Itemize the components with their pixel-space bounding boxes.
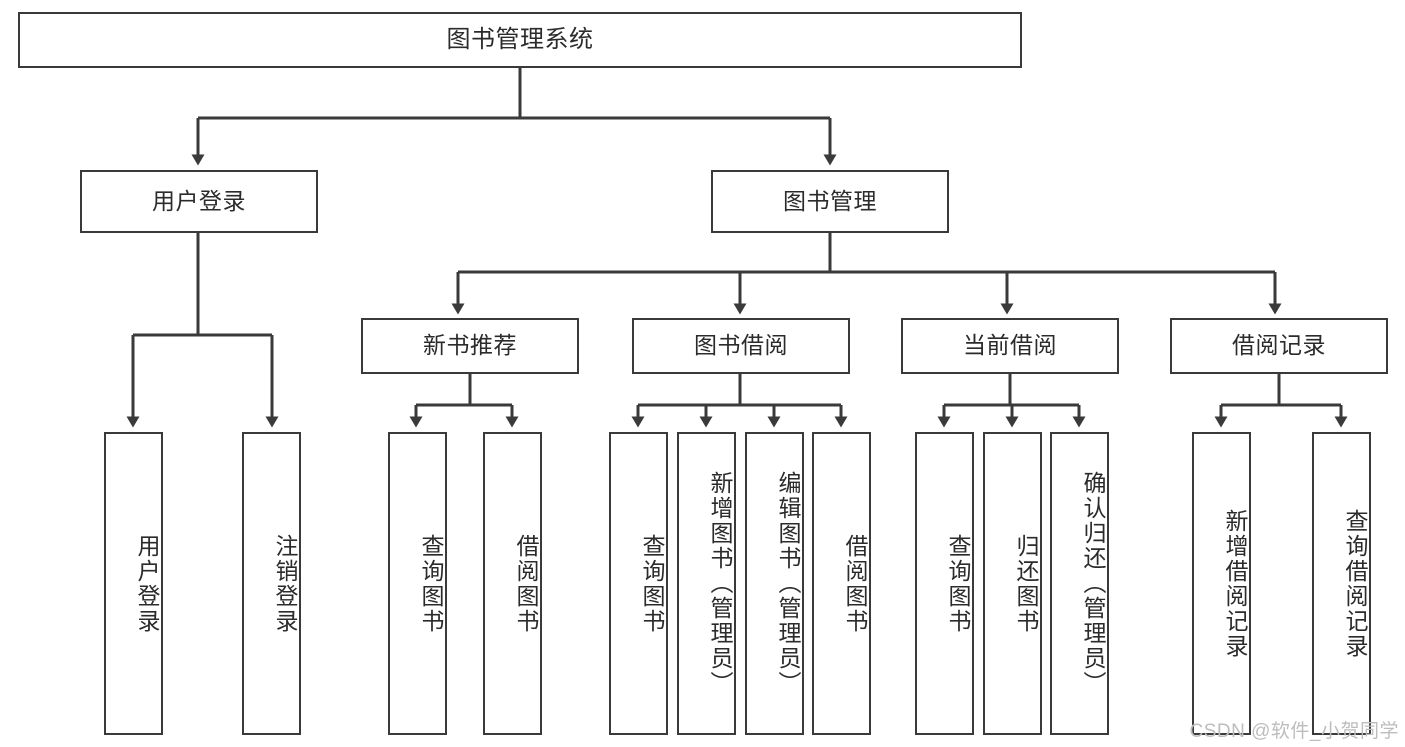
node-current-borrow[interactable]: 当前借阅: [901, 318, 1119, 374]
leaf-newbook-query-book[interactable]: 查询图书: [388, 432, 447, 735]
leaf-logout[interactable]: 注销登录: [242, 432, 301, 735]
leaf-user-login[interactable]: 用户登录: [104, 432, 163, 735]
leaf-newbook-borrow-book[interactable]: 借阅图书: [483, 432, 542, 735]
leaf-borrow-borrow-book[interactable]: 借阅图书: [812, 432, 871, 735]
leaf-current-confirm-return-admin[interactable]: 确认归还（管理员）: [1050, 432, 1109, 735]
leaf-current-query-book[interactable]: 查询图书: [915, 432, 974, 735]
node-new-book-recommend[interactable]: 新书推荐: [361, 318, 579, 374]
node-borrow-record[interactable]: 借阅记录: [1170, 318, 1388, 374]
node-book-borrow[interactable]: 图书借阅: [632, 318, 850, 374]
leaf-record-add-borrow-record[interactable]: 新增借阅记录: [1192, 432, 1251, 735]
leaf-borrow-add-book-admin[interactable]: 新增图书（管理员）: [677, 432, 736, 735]
node-root[interactable]: 图书管理系统: [18, 12, 1022, 68]
node-book-management[interactable]: 图书管理: [711, 170, 949, 233]
leaf-borrow-edit-book-admin[interactable]: 编辑图书（管理员）: [745, 432, 804, 735]
leaf-current-return-book[interactable]: 归还图书: [983, 432, 1042, 735]
node-user-login[interactable]: 用户登录: [80, 170, 318, 233]
leaf-borrow-query-book[interactable]: 查询图书: [609, 432, 668, 735]
leaf-record-query-borrow-record[interactable]: 查询借阅记录: [1312, 432, 1371, 735]
